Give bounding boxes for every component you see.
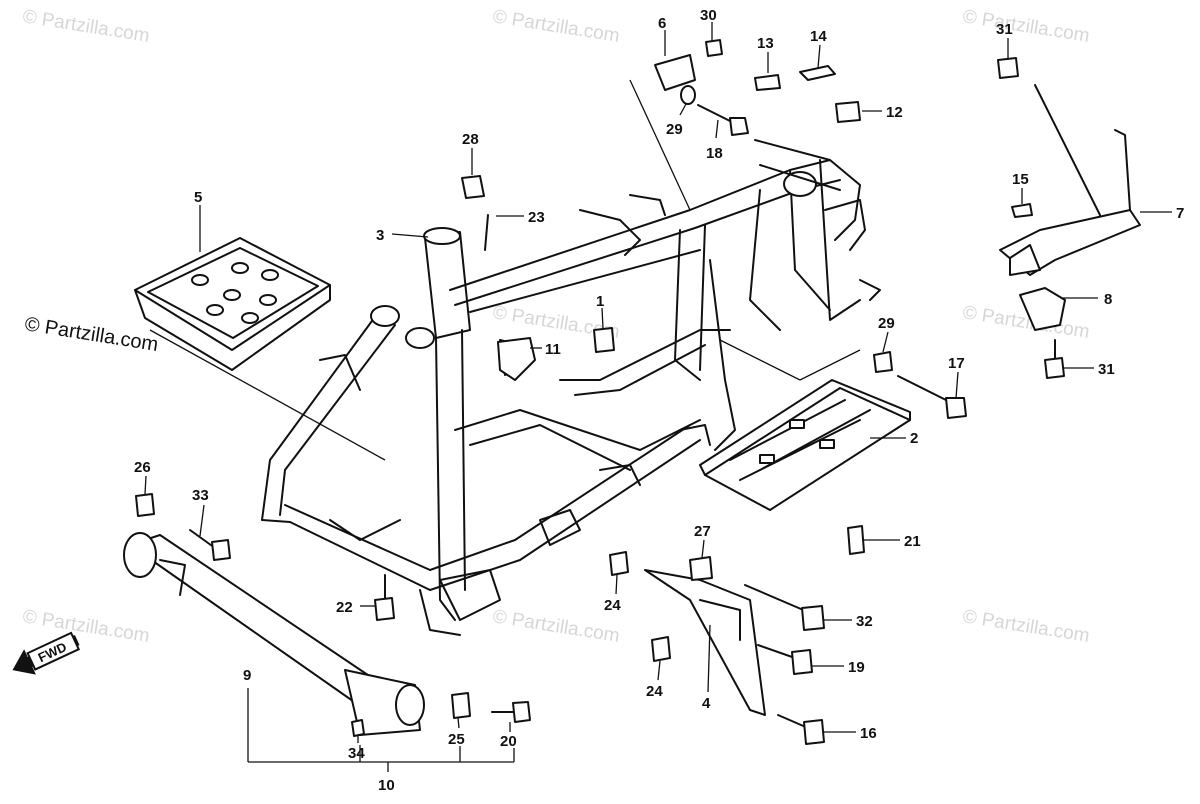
watermark: © Partzilla.com bbox=[961, 6, 1091, 47]
callout-29-top: 29 bbox=[666, 121, 683, 138]
callout-8: 8 bbox=[1104, 291, 1112, 308]
callout-30: 30 bbox=[700, 7, 717, 24]
callout-1: 1 bbox=[596, 293, 604, 310]
skid-plate bbox=[699, 379, 911, 511]
callout-33: 33 bbox=[192, 487, 209, 504]
battery-tray bbox=[134, 237, 331, 371]
callout-11: 11 bbox=[545, 341, 561, 358]
callout-12: 12 bbox=[886, 104, 903, 121]
watermark: © Partzilla.com bbox=[21, 6, 151, 47]
callout-34: 34 bbox=[348, 745, 365, 762]
watermark: © Partzilla.com bbox=[491, 6, 621, 47]
watermark: © Partzilla.com bbox=[491, 606, 621, 647]
callout-21: 21 bbox=[904, 533, 921, 550]
callout-17: 17 bbox=[948, 355, 965, 372]
main-frame bbox=[261, 139, 881, 636]
callout-24-upper: 24 bbox=[604, 597, 621, 614]
watermark: © Partzilla.com bbox=[21, 606, 151, 647]
callout-14: 14 bbox=[810, 28, 827, 45]
watermark-dark: © Partzilla.com bbox=[23, 313, 160, 356]
callout-4: 4 bbox=[702, 695, 711, 712]
callout-23: 23 bbox=[528, 209, 545, 226]
callout-31-top: 31 bbox=[996, 21, 1013, 38]
callout-27: 27 bbox=[694, 523, 711, 540]
callout-10: 10 bbox=[378, 777, 395, 794]
fasteners bbox=[135, 39, 1065, 745]
callout-24-lower: 24 bbox=[646, 683, 663, 700]
callout-32: 32 bbox=[856, 613, 873, 630]
callout-labels: 1 2 3 4 5 6 7 8 9 10 11 12 13 14 15 16 1… bbox=[134, 7, 1184, 794]
callout-29-right: 29 bbox=[878, 315, 895, 332]
watermark: © Partzilla.com bbox=[961, 606, 1091, 647]
callout-26: 26 bbox=[134, 459, 151, 476]
callout-5: 5 bbox=[194, 189, 202, 206]
callout-18-top: 18 bbox=[706, 145, 723, 162]
callout-7: 7 bbox=[1176, 205, 1184, 222]
callout-3: 3 bbox=[376, 227, 384, 244]
front-bumper-tube bbox=[123, 532, 425, 736]
callout-16: 16 bbox=[860, 725, 877, 742]
rear-bracket bbox=[999, 84, 1141, 331]
callout-19: 19 bbox=[848, 659, 865, 676]
callout-28: 28 bbox=[462, 131, 479, 148]
callout-6: 6 bbox=[658, 15, 666, 32]
fwd-arrow-icon: FWD bbox=[12, 631, 81, 675]
callout-22: 22 bbox=[336, 599, 353, 616]
callout-9: 9 bbox=[243, 667, 251, 684]
callout-20: 20 bbox=[500, 733, 517, 750]
leader-lines bbox=[144, 22, 1172, 772]
callout-13: 13 bbox=[757, 35, 774, 52]
callout-25: 25 bbox=[448, 731, 465, 748]
callout-2: 2 bbox=[910, 430, 918, 447]
callout-15: 15 bbox=[1012, 171, 1029, 188]
callout-31-right: 31 bbox=[1098, 361, 1115, 378]
